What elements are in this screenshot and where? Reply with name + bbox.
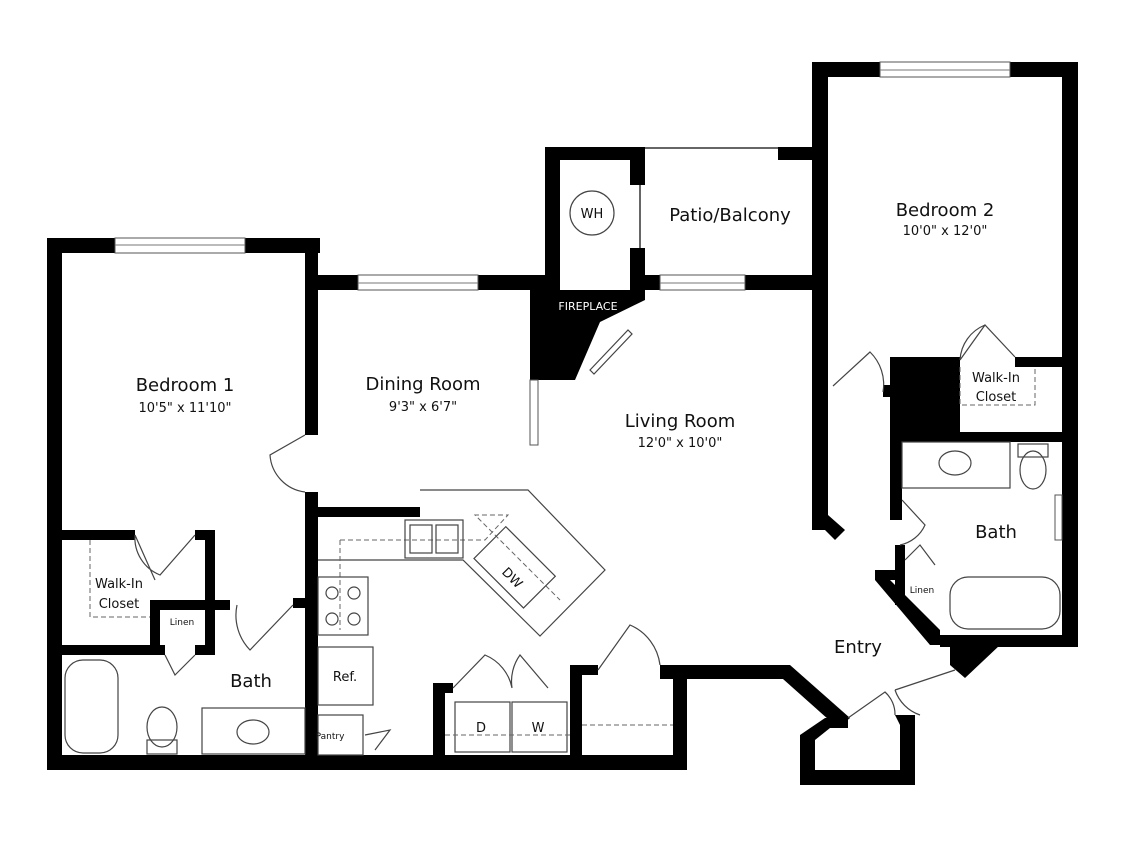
water-heater-label: WH <box>581 207 604 222</box>
dryer-label: D <box>476 721 486 736</box>
toilet-icon <box>146 706 178 748</box>
closet1-label-2: Closet <box>99 597 140 612</box>
bathtub-icon <box>64 659 119 754</box>
entry-label: Entry <box>834 637 882 658</box>
bedroom1-dims: 10'5" x 11'10" <box>139 401 232 416</box>
stove-icon <box>317 576 369 636</box>
living-dims: 12'0" x 10'0" <box>638 436 723 451</box>
walls <box>47 62 1078 785</box>
sink-icon <box>938 450 972 476</box>
bath2-label: Bath <box>975 522 1017 543</box>
bathtub-icon <box>949 576 1061 630</box>
living-label: Living Room <box>625 411 736 432</box>
fixtures <box>64 190 1061 756</box>
dining-dims: 9'3" x 6'7" <box>389 400 457 415</box>
sink-icon <box>236 719 270 745</box>
water-heater-icon <box>569 190 615 236</box>
toilet-icon <box>1019 450 1047 490</box>
closet2-label-2: Closet <box>976 390 1017 405</box>
closet2-label: Walk-In <box>972 371 1020 386</box>
doors <box>134 324 1016 751</box>
bedroom2-label: Bedroom 2 <box>896 200 995 221</box>
fireplace-label: FIREPLACE <box>558 300 617 313</box>
sink-icon <box>404 519 464 559</box>
linen1-label: Linen <box>170 618 194 628</box>
refrigerator-label: Ref. <box>333 670 357 685</box>
bedroom1-label: Bedroom 1 <box>136 375 235 396</box>
closet1-label: Walk-In <box>95 577 143 592</box>
washer-label: W <box>532 721 545 736</box>
dishwasher-label: DW <box>498 565 525 592</box>
windows <box>114 61 1063 541</box>
patio-label: Patio/Balcony <box>669 205 791 226</box>
washer-icon <box>511 701 568 753</box>
bath1-label: Bath <box>230 671 272 692</box>
pantry-label: Pantry <box>316 732 345 742</box>
bedroom2-dims: 10'0" x 12'0" <box>903 224 988 239</box>
refrigerator-icon <box>317 646 374 706</box>
linen2-label: Linen <box>910 586 934 596</box>
dryer-icon <box>454 701 511 753</box>
dining-label: Dining Room <box>365 374 480 395</box>
